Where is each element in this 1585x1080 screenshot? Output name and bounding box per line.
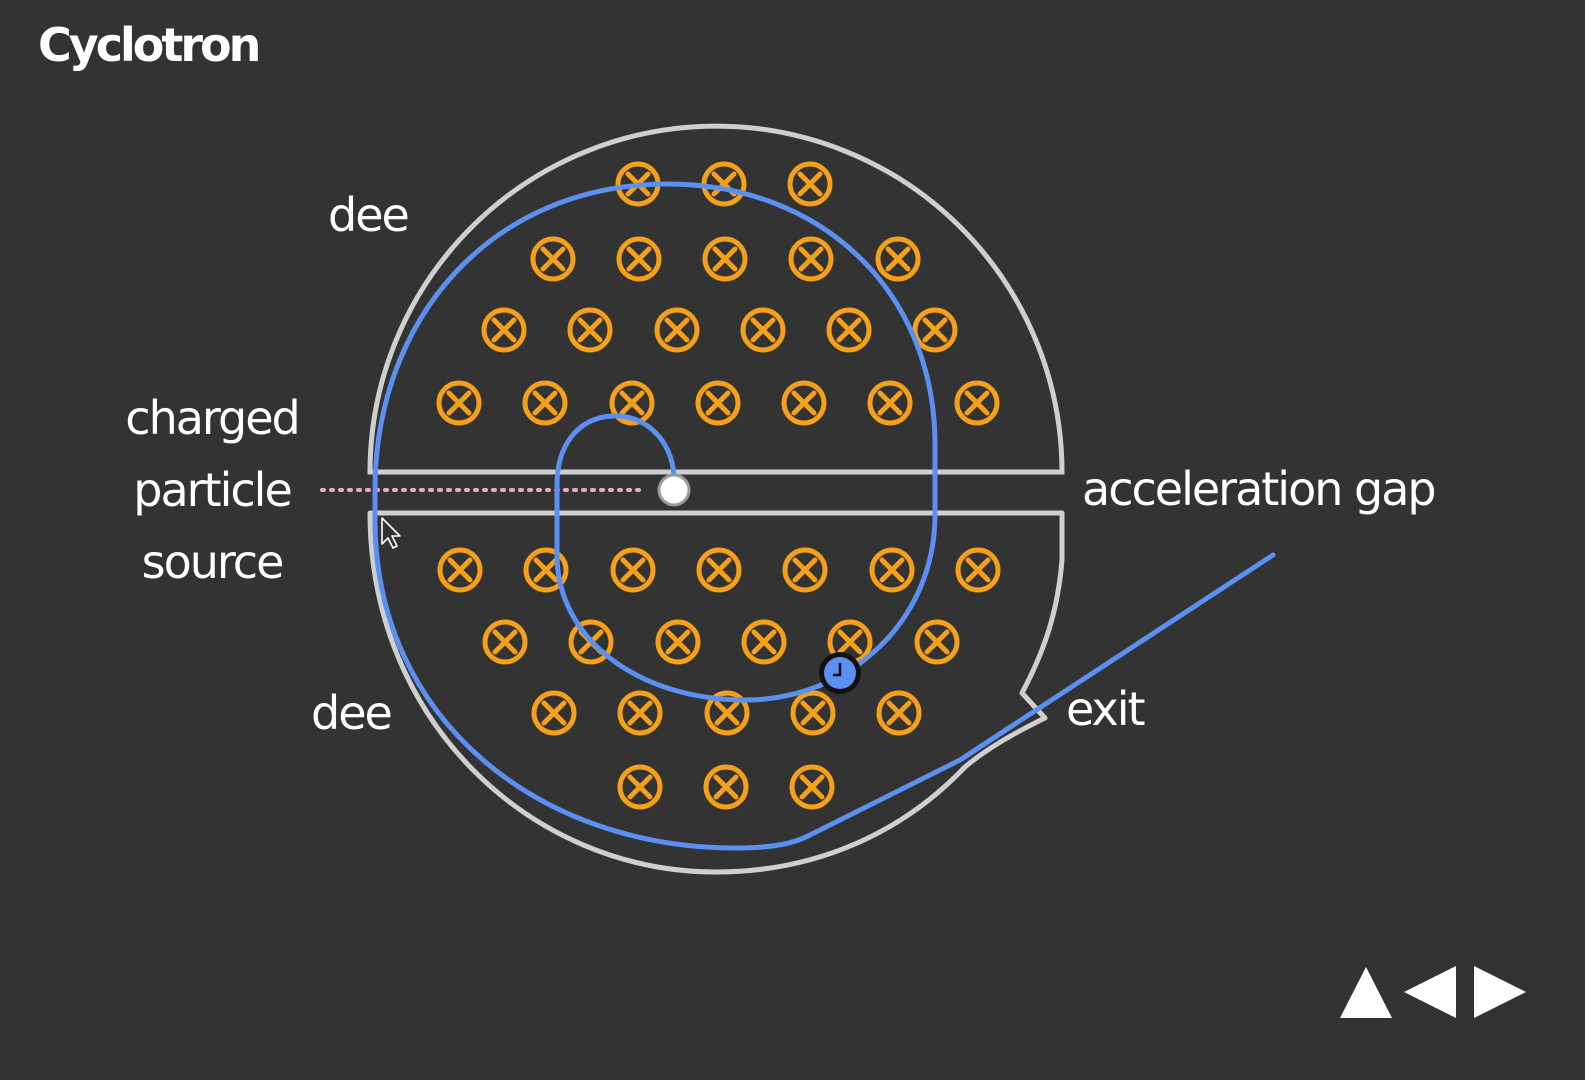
circle-cross-into-page-icon [522,380,568,426]
circle-cross-into-page-icon [788,236,834,282]
circle-cross-into-page-icon [741,619,787,665]
nav-next-button[interactable] [1472,964,1528,1020]
circle-cross-into-page-icon [876,690,922,736]
source-label-line3: source [141,535,285,589]
circle-cross-into-page-icon [912,307,958,353]
circle-cross-into-page-icon [781,380,827,426]
circle-cross-into-page-icon [954,380,1000,426]
triangle-right-icon [1474,966,1526,1018]
circle-cross-into-page-icon [787,161,833,207]
nav-up-button[interactable] [1338,964,1394,1020]
page-title: Cyclotron [38,18,261,72]
nav-prev-button[interactable] [1402,964,1458,1020]
circle-cross-into-page-icon [782,547,828,593]
circle-cross-into-page-icon [482,619,528,665]
acceleration-gap-label: acceleration gap [1082,462,1437,516]
circle-cross-into-page-icon [617,764,663,810]
charged-particle-source-label: charged particle source [112,382,312,598]
source-label-line1: charged [125,391,300,445]
circle-cross-into-page-icon [955,547,1001,593]
circle-cross-into-page-icon [696,547,742,593]
circle-cross-into-page-icon [875,236,921,282]
circle-cross-into-page-icon [610,547,656,593]
source-point-icon [657,473,691,507]
particle-spiral-path [372,181,1276,851]
circle-cross-into-page-icon [826,307,872,353]
circle-cross-into-page-icon [867,380,913,426]
circle-cross-into-page-icon [523,547,569,593]
dee-top-outline [367,123,1065,475]
circle-cross-into-page-icon [740,307,786,353]
dee-top-label: dee [328,188,410,242]
circle-cross-into-page-icon [655,619,701,665]
circle-cross-into-page-icon [567,307,613,353]
circle-cross-into-page-icon [704,690,750,736]
dee-bottom-outline [367,510,1065,875]
circle-cross-into-page-icon [617,690,663,736]
circle-cross-into-page-icon [436,380,482,426]
circle-cross-into-page-icon [531,690,577,736]
circle-cross-into-page-icon [869,547,915,593]
circle-cross-into-page-icon [616,236,662,282]
circle-cross-into-page-icon [703,764,749,810]
circle-cross-into-page-icon [437,547,483,593]
exit-label: exit [1066,682,1146,736]
circle-cross-into-page-icon [789,764,835,810]
magnetic-field-symbols [436,161,1001,810]
source-label-line2: particle [133,463,293,517]
circle-cross-into-page-icon [481,307,527,353]
circle-cross-into-page-icon [914,619,960,665]
dee-bottom-label: dee [311,686,393,740]
mouse-pointer-icon [381,517,401,549]
circle-cross-into-page-icon [702,236,748,282]
particle-icon [819,652,861,694]
circle-cross-into-page-icon [609,380,655,426]
circle-cross-into-page-icon [790,690,836,736]
triangle-up-icon [1340,967,1392,1018]
circle-cross-into-page-icon [530,236,576,282]
circle-cross-into-page-icon [654,307,700,353]
circle-cross-into-page-icon [695,380,741,426]
circle-cross-into-page-icon [701,161,747,207]
triangle-left-icon [1404,966,1456,1018]
